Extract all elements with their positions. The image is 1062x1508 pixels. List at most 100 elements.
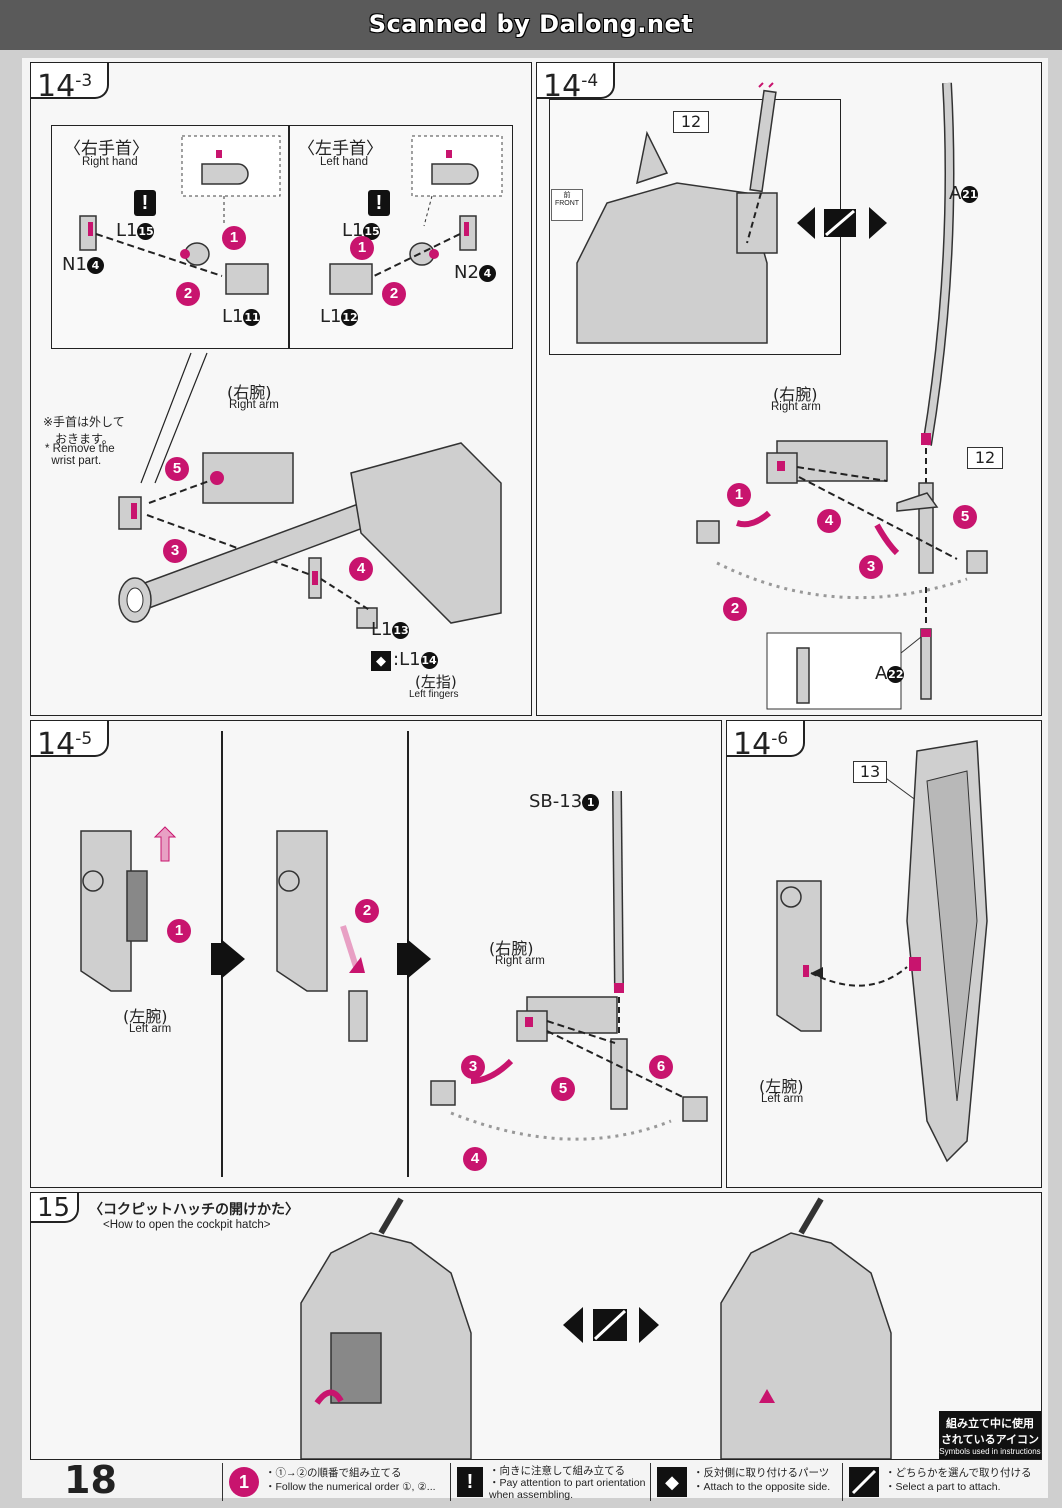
part-label: L112 (320, 306, 359, 327)
step-number: 14-5 (31, 721, 109, 762)
legend-jp: ・反対側に取り付けるパーツ (693, 1467, 830, 1479)
part-code: L1 (222, 306, 244, 327)
page-number: 18 (64, 1458, 117, 1502)
order-mark: 1 (727, 483, 751, 507)
order-mark: 2 (723, 597, 747, 621)
step-sub: -6 (771, 729, 789, 749)
part-code: A (949, 183, 962, 204)
legend-item-select: ・どちらかを選んで取り付ける ・Select a part to attach. (842, 1463, 1049, 1501)
opposite-side-icon: ◆ (657, 1467, 687, 1497)
part-code: :L1 (393, 649, 421, 670)
order-mark: 3 (859, 555, 883, 579)
part-code: SB-13 (529, 791, 583, 812)
order-mark: 2 (382, 282, 406, 306)
step-sub: -4 (581, 71, 599, 91)
part-code: L1 (371, 619, 393, 640)
part-box-13: 13 (853, 761, 887, 783)
left-arm-label-en: Left arm (129, 1023, 172, 1035)
attention-icon: ! (368, 190, 390, 216)
legend-jp: ・①→②の順番で組み立てる (265, 1467, 402, 1479)
legend-en: ・Pay attention to part orientation when … (489, 1477, 646, 1501)
front-label-jp: 前 (563, 192, 571, 199)
part-number: 15 (363, 222, 381, 240)
order-mark: 2 (355, 899, 379, 923)
legend-header-en: Symbols used in instructions (939, 1447, 1041, 1456)
select-part-icon (563, 1305, 659, 1345)
right-arm-label-jp: (右腕) (489, 939, 534, 958)
order-mark: 3 (461, 1055, 485, 1079)
legend-en: ・Attach to the opposite side. (693, 1481, 831, 1493)
attention-icon: ! (134, 190, 156, 216)
part-label: L111 (222, 306, 261, 327)
part-number: 22 (887, 665, 905, 683)
legend-header-jp-2: されているアイコン (940, 1434, 1040, 1446)
attention-icon: ! (457, 1467, 483, 1497)
left-fingers-label-en: Left fingers (409, 689, 459, 700)
legend-item-numbered: 1 ・①→②の順番で組み立てる ・Follow the numerical or… (222, 1463, 451, 1501)
legend-header-jp-1: 組み立て中に使用 (946, 1418, 1034, 1430)
legend-jp: ・向きに注意して組み立てる (489, 1465, 626, 1477)
order-mark: 4 (349, 557, 373, 581)
hand-diagram (79, 135, 503, 295)
front-icon: 前 FRONT (551, 189, 583, 221)
scan-credit: Scanned by Dalong.net (368, 10, 694, 38)
note-en: * Remove the wrist part. (45, 443, 115, 467)
cockpit-diagram (300, 1197, 892, 1459)
step-14-6-panel: 14-6 13 (左腕) Left arm (726, 720, 1042, 1188)
legend-item-opposite: ◆ ・反対側に取り付けるパーツ ・Attach to the opposite … (650, 1463, 843, 1501)
select-part-icon (797, 205, 887, 241)
order-mark: 1 (350, 236, 374, 260)
order-mark: 1 (167, 919, 191, 943)
order-mark: 6 (649, 1055, 673, 1079)
order-mark: 5 (953, 505, 977, 529)
part-number: 14 (420, 651, 438, 669)
opposite-side-icon: ◆ (371, 651, 391, 671)
inset-divider (288, 126, 290, 348)
step-number: 14-4 (537, 63, 615, 104)
step-14-3-panel: 14-3 〈右手首〉 Right hand 〈左手首〉 Left hand (30, 62, 532, 716)
step-main: 14 (543, 69, 582, 104)
order-mark: 4 (817, 509, 841, 533)
right-arm-label-jp: (右腕) (227, 383, 272, 402)
step-number: 14-3 (31, 63, 109, 104)
left-fingers-label-jp: (左指) (415, 673, 457, 691)
step-main: 14 (37, 69, 76, 104)
order-mark: 3 (163, 539, 187, 563)
order-mark: 2 (176, 282, 200, 306)
front-label-en: FRONT (554, 200, 580, 207)
legend-en: ・Select a part to attach. (885, 1481, 1001, 1493)
right-hand-label-jp: 〈右手首〉 (64, 139, 149, 159)
part-number: 12 (341, 308, 359, 326)
left-arm-label-jp: (左腕) (759, 1077, 804, 1096)
left-hand-label-jp: 〈左手首〉 (298, 139, 383, 159)
step-sub: -5 (75, 729, 93, 749)
legend-en: ・Follow the numerical order ①, ②... (265, 1481, 436, 1493)
legend-item-attention: ! ・向きに注意して組み立てる ・Pay attention to part o… (450, 1463, 651, 1501)
part-label: :L114 (393, 649, 438, 670)
instruction-page: 14-3 〈右手首〉 Right hand 〈左手首〉 Left hand (22, 58, 1049, 1502)
shield-diagram (776, 740, 988, 1163)
right-arm-label-jp: (右腕) (773, 385, 818, 404)
part-code: L1 (116, 220, 138, 241)
right-hand-label-en: Right hand (82, 156, 138, 168)
step-15-title-en: <How to open the cockpit hatch> (103, 1219, 271, 1231)
part-number: 21 (961, 185, 979, 203)
select-part-icon (849, 1467, 879, 1497)
left-arm-label-en: Left arm (761, 1093, 804, 1105)
part-number: 4 (86, 256, 104, 274)
step-main: 15 (37, 1193, 71, 1223)
legend-header: 組み立て中に使用 されているアイコン Symbols used in instr… (939, 1411, 1041, 1459)
note-jp: ※手首は外して おきます。 (43, 415, 125, 446)
step-number: 14-6 (727, 721, 805, 762)
part-number: 11 (243, 308, 261, 326)
part-number: 13 (392, 621, 410, 639)
step-15-title-jp: 〈コクピットハッチの開けかた〉 (89, 1202, 299, 1218)
part-code: N1 (62, 254, 87, 275)
right-arm-label-en: Right arm (495, 955, 545, 967)
part-label: A21 (949, 183, 979, 204)
forearm-diagram (80, 790, 708, 1141)
part-number: 15 (137, 222, 155, 240)
step-main: 14 (733, 727, 772, 762)
